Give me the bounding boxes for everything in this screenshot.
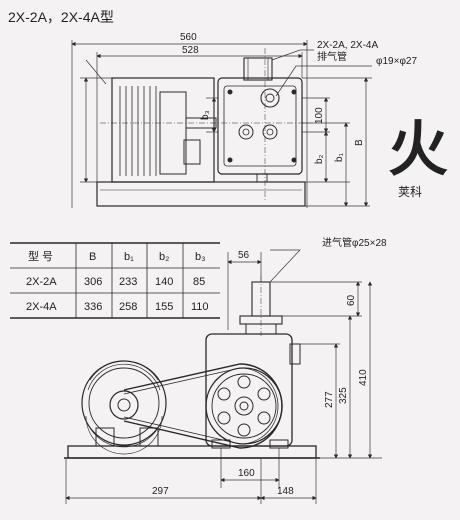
front-view [64, 276, 320, 459]
drawing-title: 2X-2A，2X-4A型 [8, 9, 114, 25]
table-cell-b1: 233 [119, 276, 137, 288]
dim-b1: b₁ [334, 152, 345, 162]
table-header-B: B [89, 251, 96, 263]
table-header-b1: b₁ [124, 251, 134, 263]
dim-b3: b₃ [200, 110, 211, 120]
table-cell-B: 336 [84, 301, 102, 313]
brand-logo: 火 荚科 [388, 115, 448, 199]
dim-overall-length: 560 [180, 32, 197, 43]
top-motor-body [111, 77, 215, 183]
outlet-model-label: 2X-2A, 2X-4A [317, 40, 378, 51]
dim-pump-length: 148 [277, 486, 294, 497]
terminal-box [183, 139, 201, 165]
spec-table: 型 号 B b₁ b₂ b₃ 2X-2A 306 233 140 85 2X-4… [10, 242, 220, 319]
table-cell-model: 2X-2A [26, 276, 57, 288]
outlet-port-upper [260, 88, 280, 108]
table-header-model: 型 号 [28, 249, 53, 263]
port-right [262, 124, 278, 140]
dim-inlet-offset: 56 [238, 250, 250, 261]
top-view [96, 48, 310, 207]
dim-overall-height: 410 [358, 369, 369, 386]
table-header-b3: b₃ [195, 251, 206, 263]
table-cell-b2: 140 [155, 276, 173, 288]
outlet-pipe-spec: φ19×φ27 [376, 56, 417, 67]
dim-B: B [354, 139, 365, 146]
table-header-b2: b₂ [159, 251, 169, 263]
logo-brand-name: 荚科 [398, 185, 422, 199]
table-cell-b2: 155 [155, 301, 173, 313]
outlet-pipe-label: 排气管 [317, 50, 347, 63]
port-left [238, 124, 254, 140]
dim-motor-length: 297 [152, 486, 169, 497]
inlet-pipe-label: 进气管φ25×28 [322, 236, 387, 249]
logo-glyph: 火 [388, 115, 448, 185]
top-base-plate [96, 181, 306, 207]
dim-foot-spacing: 160 [238, 468, 255, 479]
motor-end-cap [159, 91, 187, 175]
table-cell-B: 306 [84, 276, 102, 288]
dim-base-length: 528 [182, 45, 199, 56]
table-cell-b1: 258 [119, 301, 137, 313]
table-cell-model: 2X-4A [26, 301, 57, 313]
dim-outlet-spacing: 100 [314, 107, 325, 124]
motor-pulley [109, 390, 139, 420]
table-cell-b3: 110 [191, 301, 209, 313]
motor-cooling-fins [119, 86, 157, 176]
pump-pulley [205, 367, 283, 445]
front-view-dimensions [65, 249, 382, 504]
table-cell-b3: 85 [193, 276, 205, 288]
dim-shaft-height: 277 [324, 391, 335, 408]
dim-inlet-total: 325 [338, 387, 349, 404]
dim-inlet-height: 60 [346, 294, 357, 306]
dim-b2: b₂ [314, 154, 325, 164]
top-view-dimensions [71, 40, 372, 208]
